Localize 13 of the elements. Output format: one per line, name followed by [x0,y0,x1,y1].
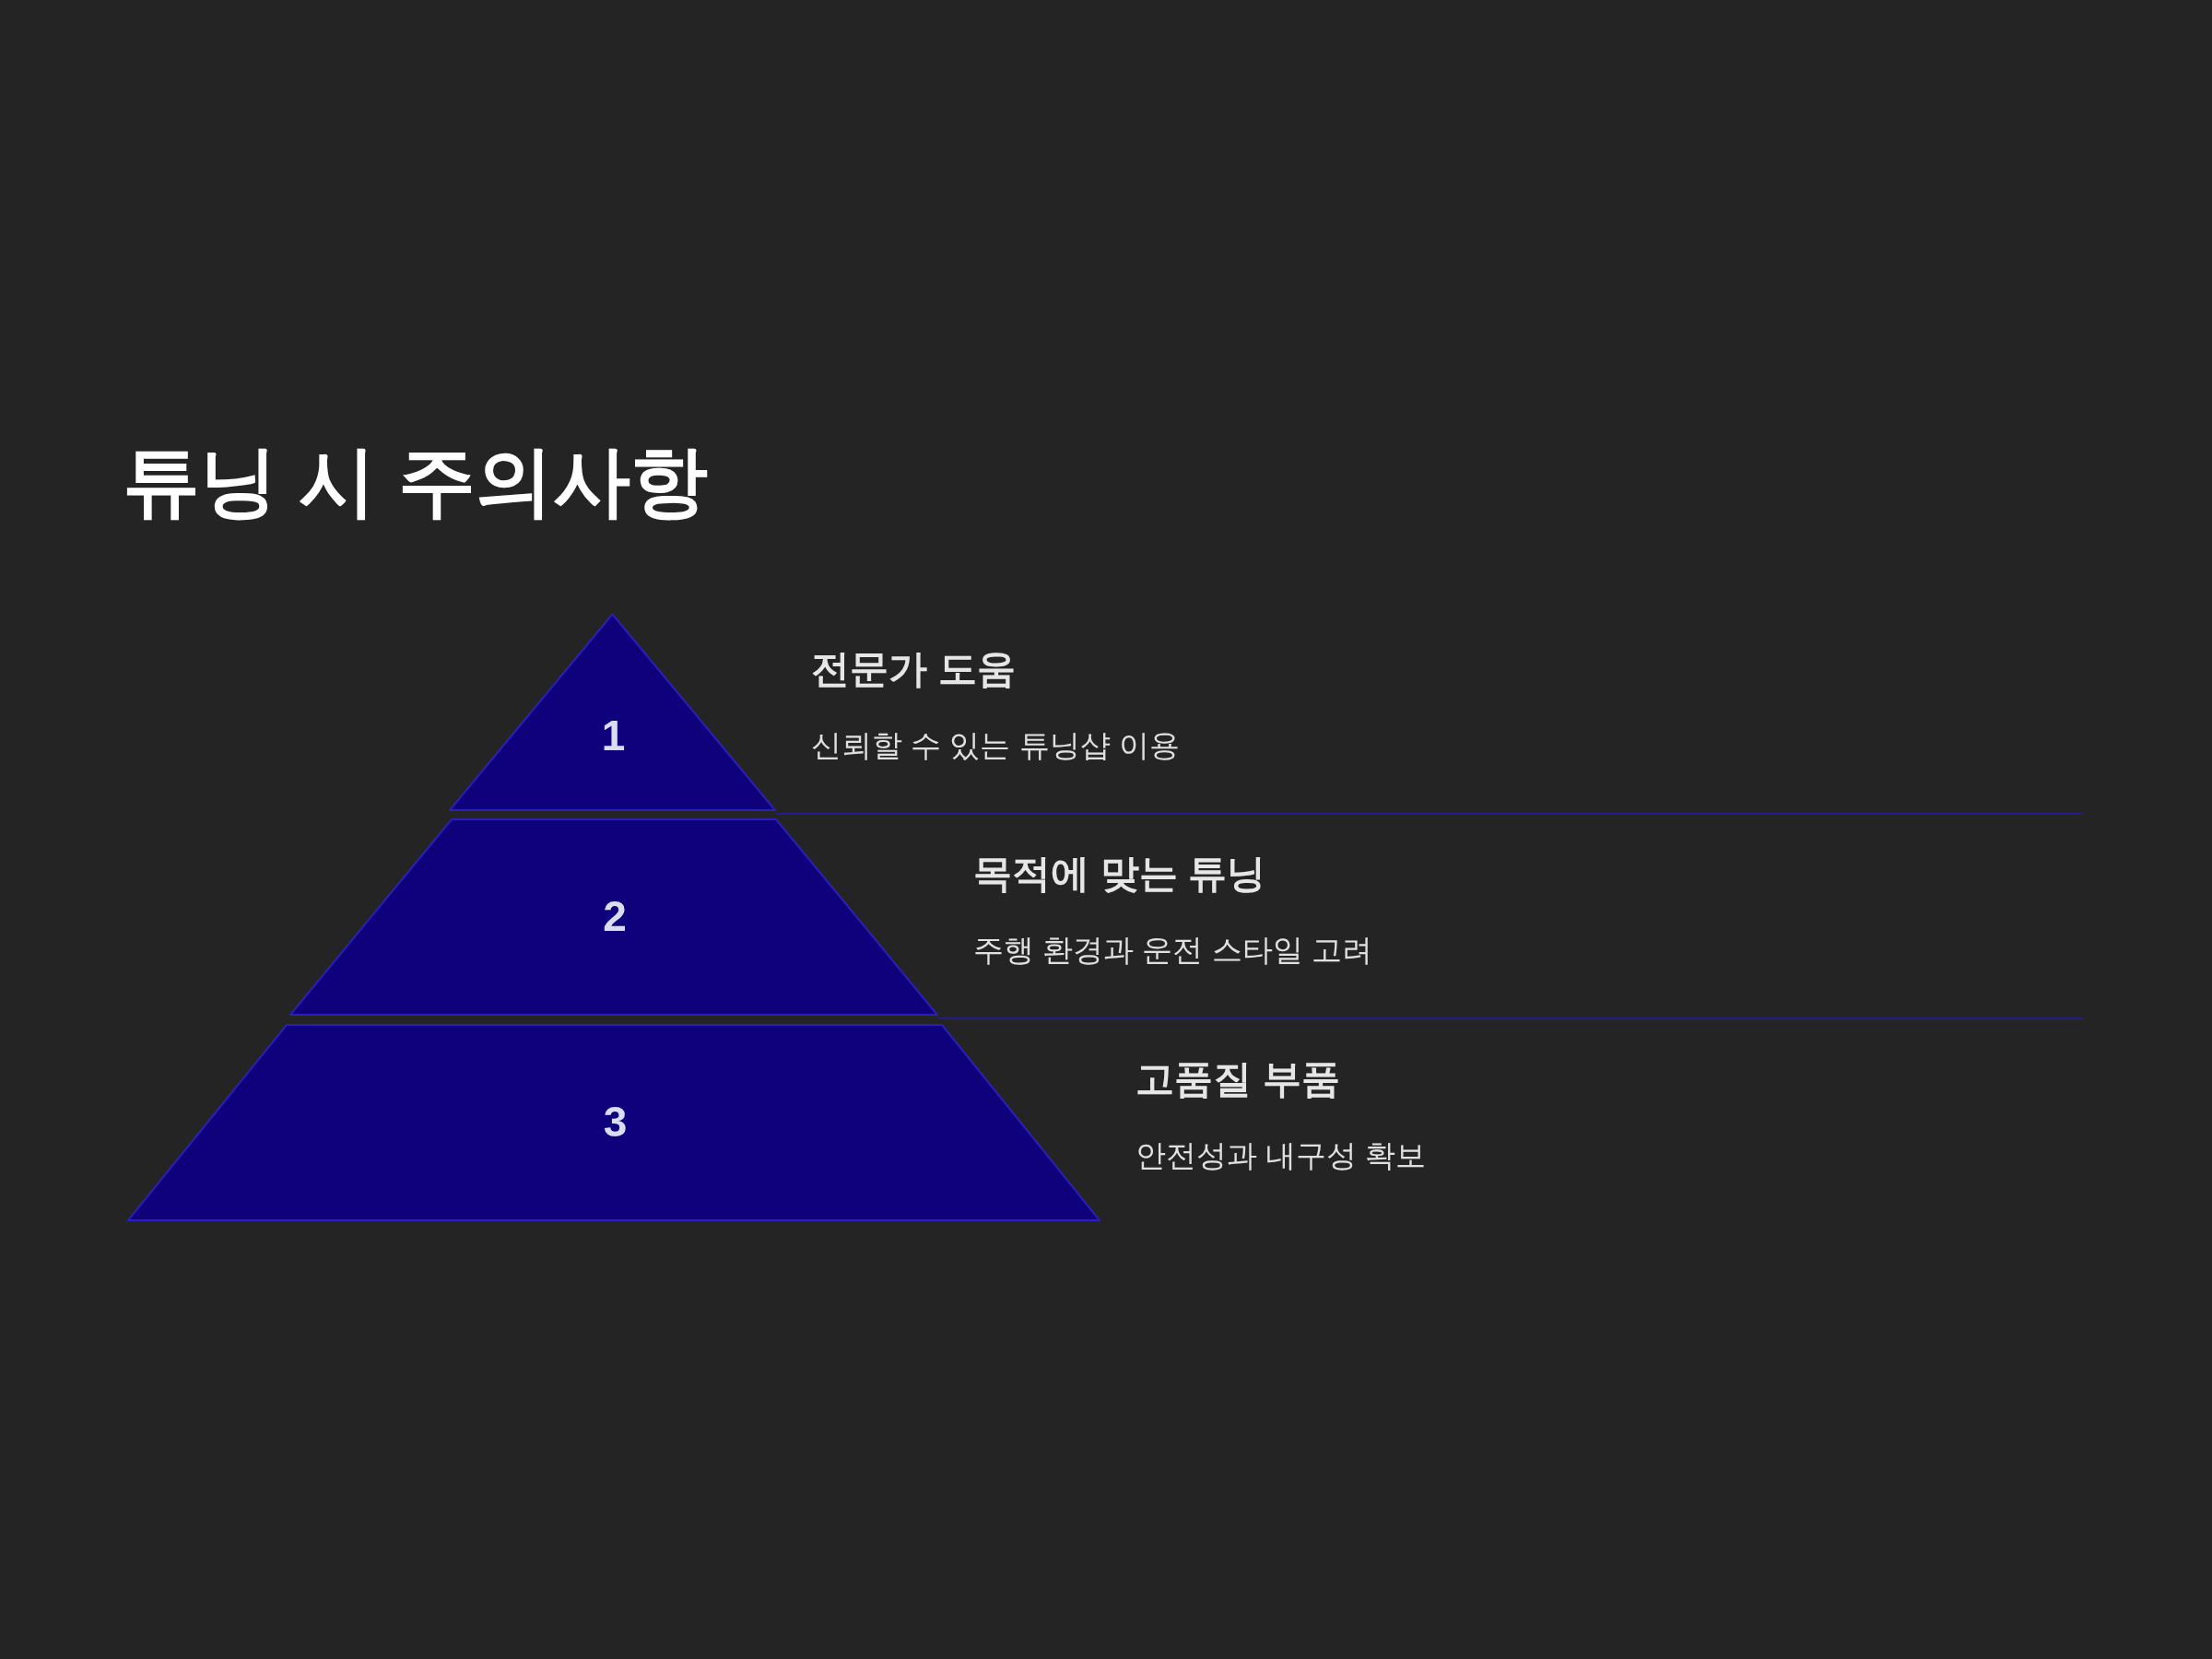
tier-description: 안전성과 내구성 확보 [1135,1137,1427,1174]
tier-heading: 목적에 맞는 튜닝 [973,851,1266,897]
tier-heading: 고품질 부품 [1135,1056,1340,1102]
pyramid-tier [127,1024,1100,1221]
tier-number: 1 [600,713,627,757]
tier-description: 신뢰할 수 있는 튜닝샵 이용 [811,727,1180,764]
tier-number: 2 [602,895,628,937]
tier-number: 3 [602,1100,629,1143]
pyramid-tier [289,818,938,1016]
slide-title: 튜닝 시 주의사항 [123,437,708,526]
pyramid-tier [449,614,776,811]
tier-description: 주행 환경과 운전 스타일 고려 [973,932,1372,969]
tier-heading: 전문가 도움 [811,646,1016,692]
